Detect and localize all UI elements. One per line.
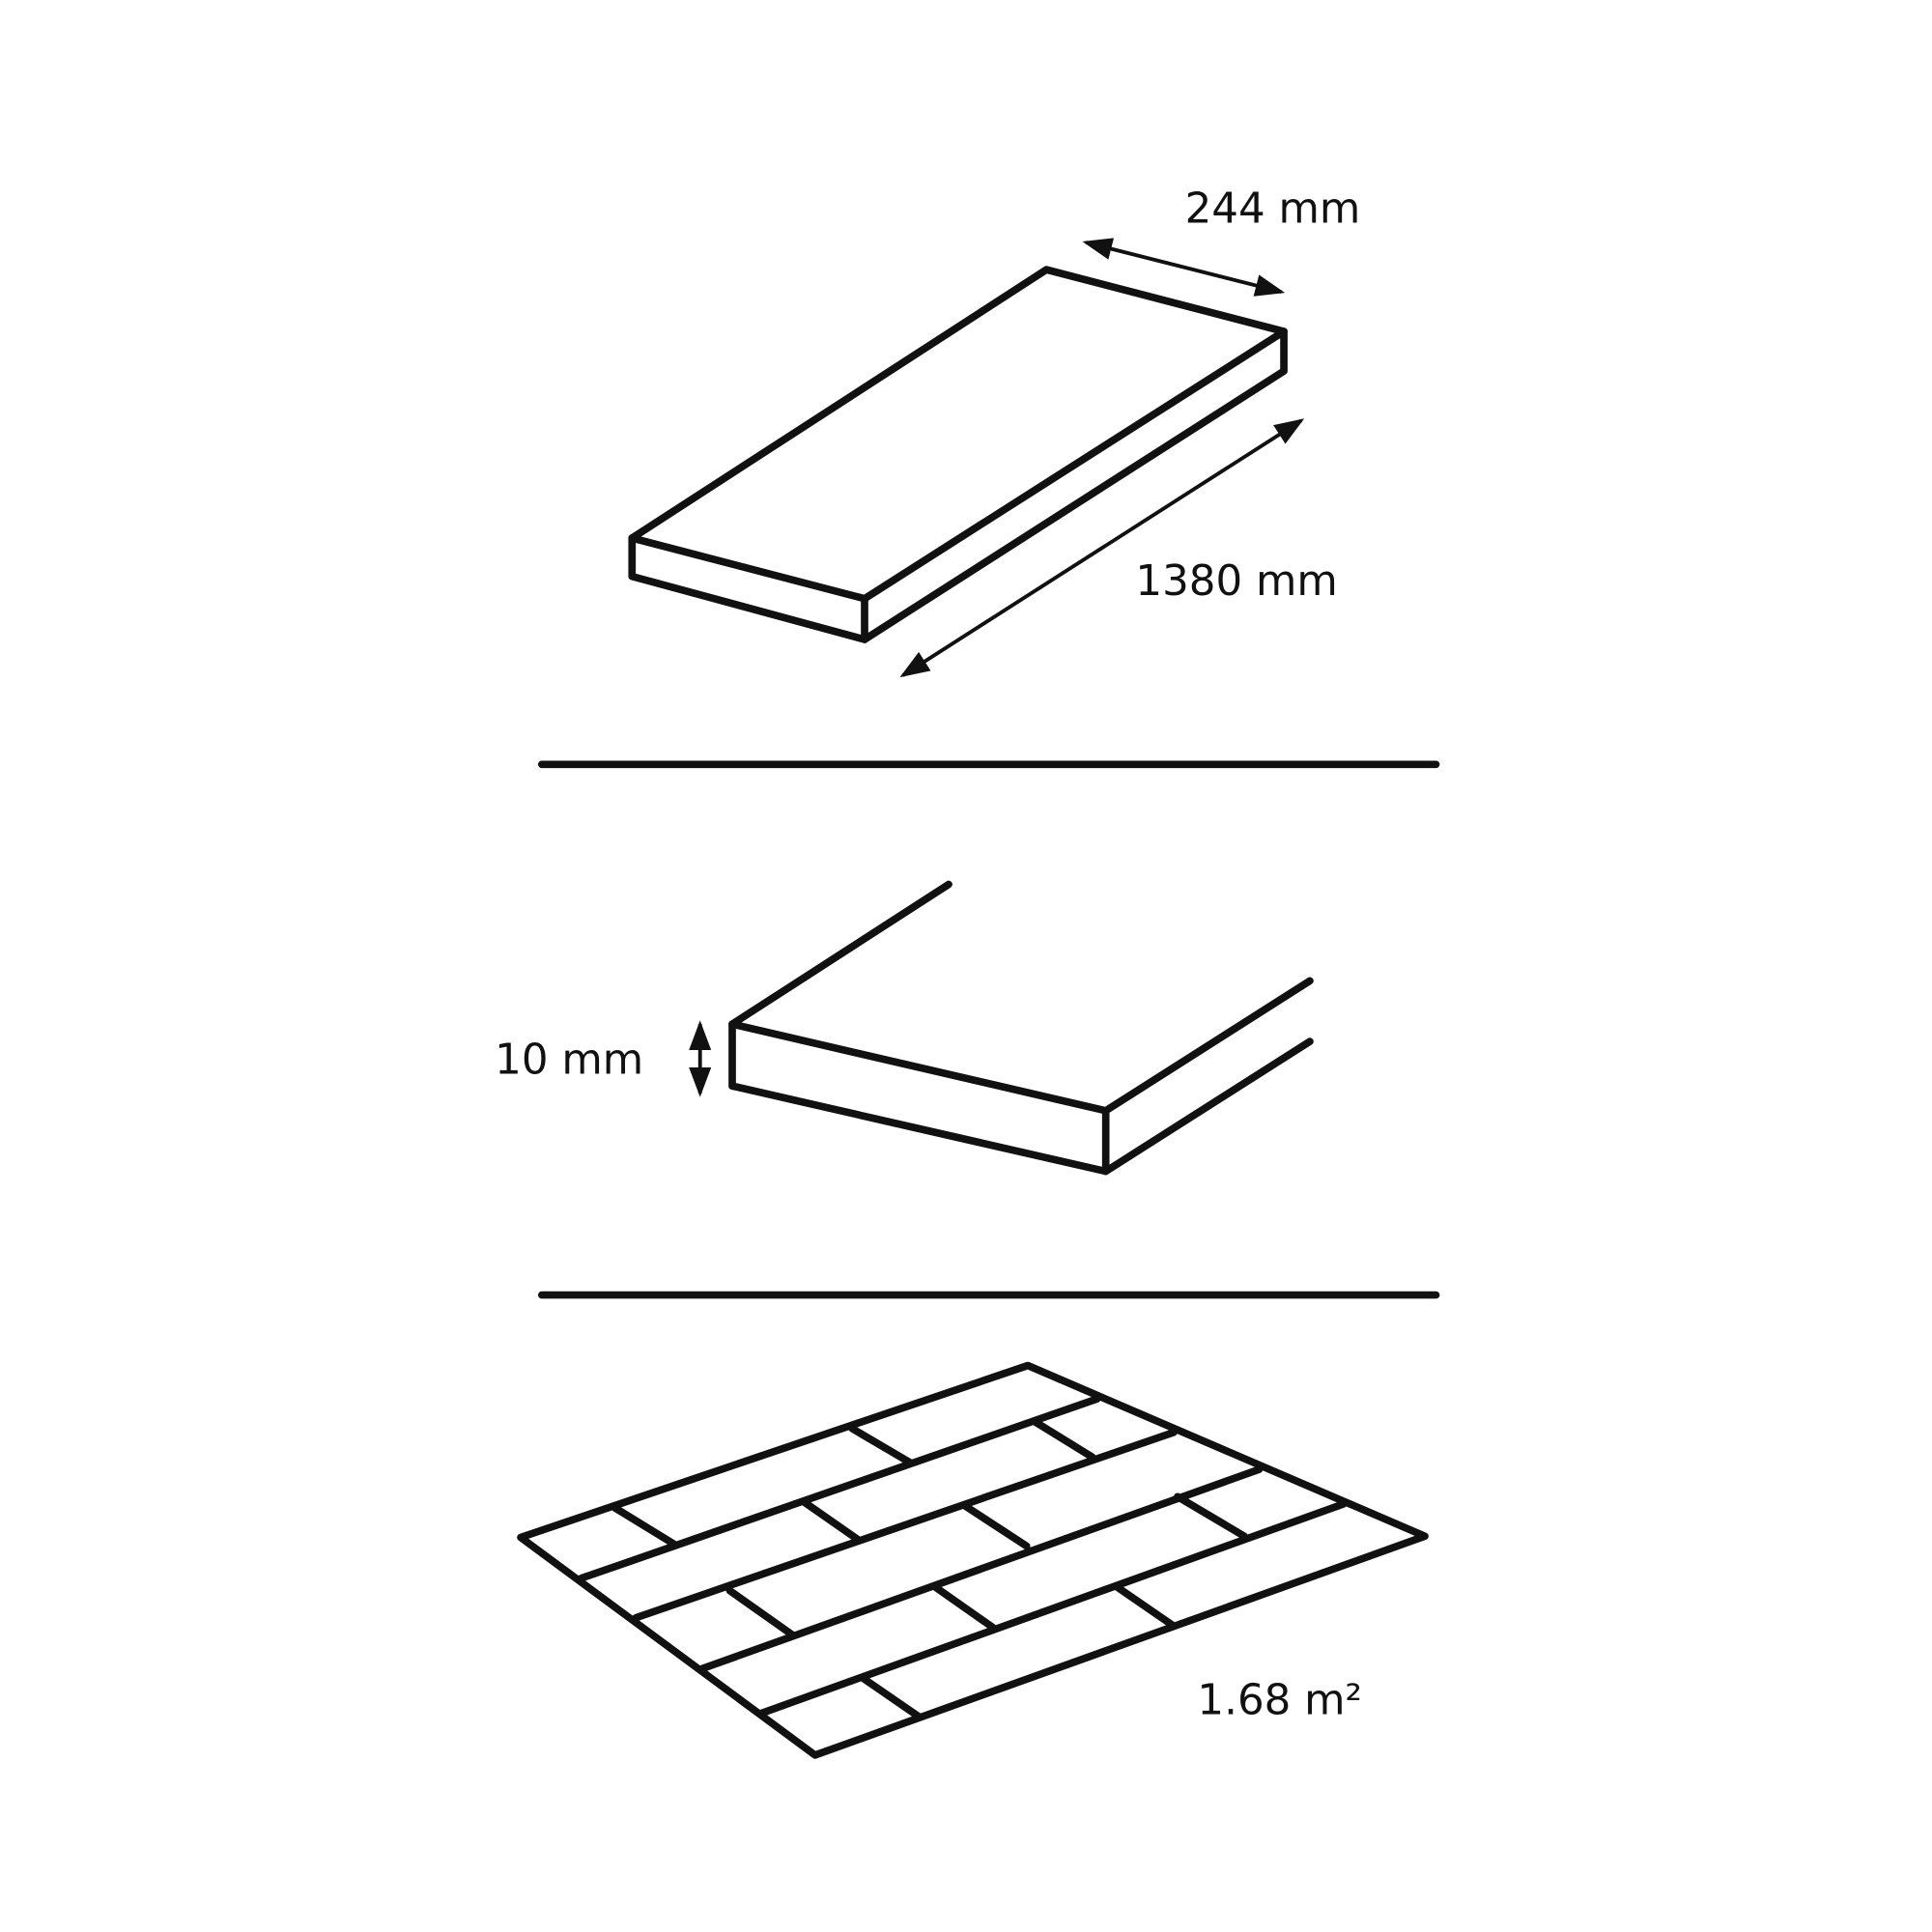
length-dimension-arrow: [899, 418, 1305, 678]
plank-edge-view: [728, 880, 1314, 1176]
length-label: 1380 mm: [1135, 557, 1337, 606]
floor-area-view: [517, 1361, 1429, 1759]
width-label: 244 mm: [1185, 185, 1361, 233]
area-label: 1.68 m²: [1197, 1677, 1362, 1725]
thickness-label: 10 mm: [495, 1036, 643, 1084]
width-dimension-arrow: [1082, 238, 1286, 297]
